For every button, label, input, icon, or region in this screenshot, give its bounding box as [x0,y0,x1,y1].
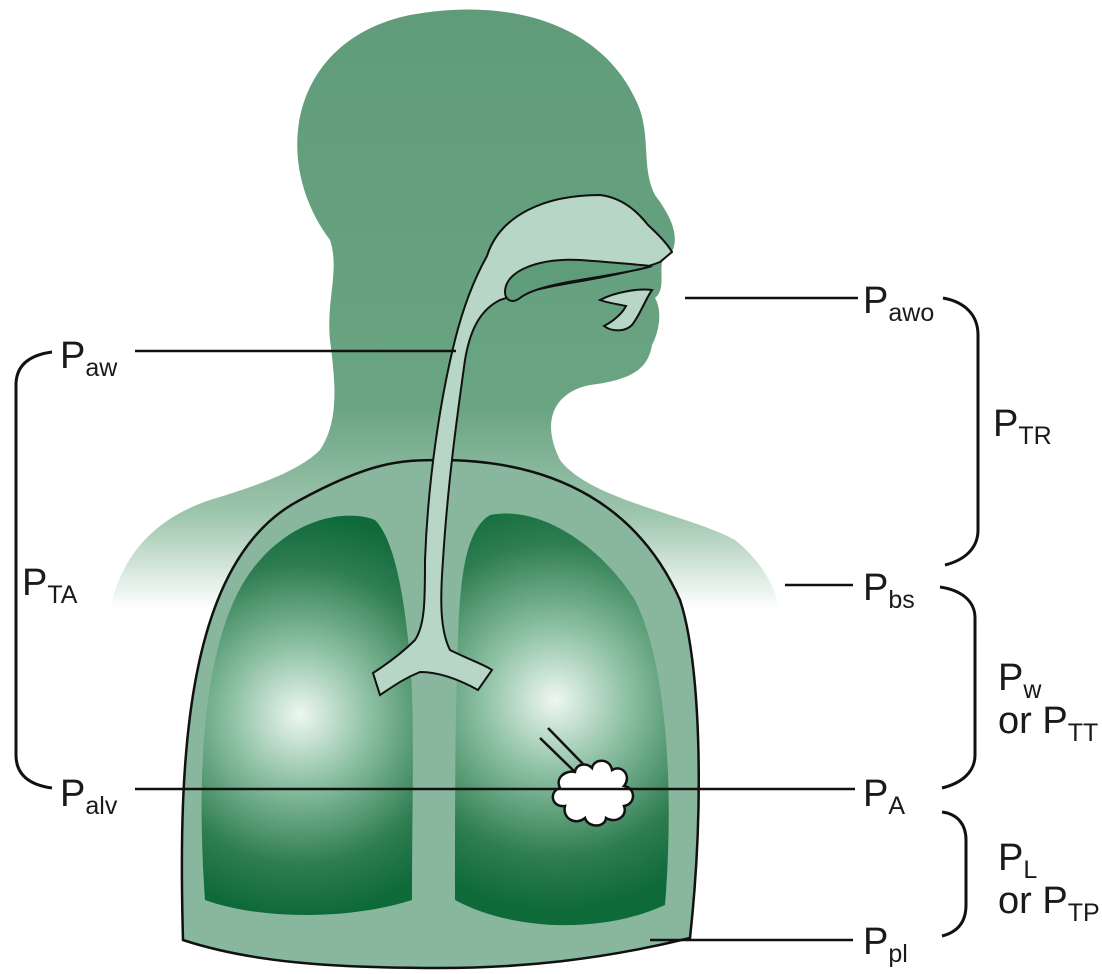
label-p-ta: PTA [22,562,78,609]
label-p-tr: PTR [993,403,1052,450]
label-p-alv: Palv [60,773,118,820]
brace-p-w [940,587,975,788]
label-p-aw: Paw [60,335,118,382]
label-p-pl: Ppl [863,921,908,968]
label-p-w: Pw [998,657,1042,704]
label-p-a: PA [863,773,905,820]
label-p-awo: Pawo [863,280,934,327]
label-or-p-tp: or PTP [998,880,1100,927]
brace-p-l [942,812,966,936]
label-or-p-tt: or PTT [998,700,1098,747]
label-p-l: PL [998,837,1037,884]
brace-p-tr [943,298,978,565]
label-p-bs: Pbs [863,567,915,614]
